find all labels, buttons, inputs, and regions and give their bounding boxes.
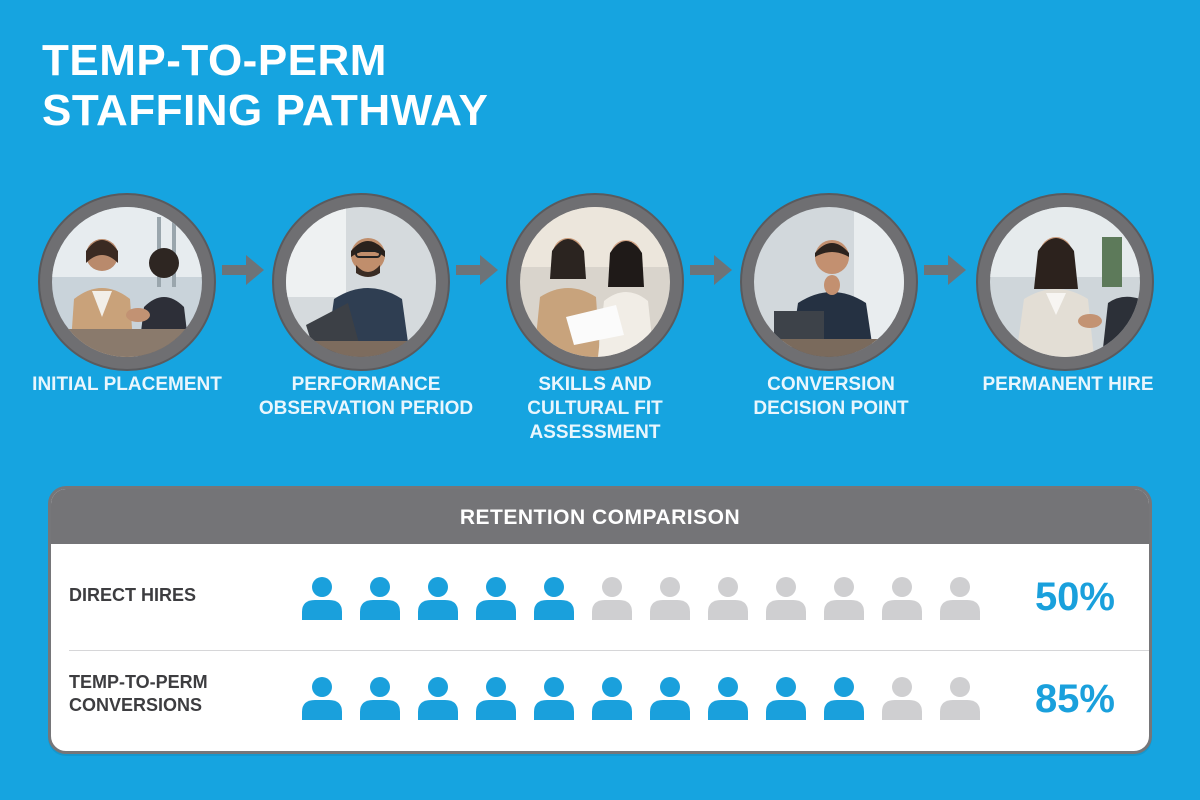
person-icon-filled (592, 677, 632, 720)
person-icon-filled (360, 677, 400, 720)
row-label-temp-to-perm: TEMP-TO-PERM CONVERSIONS (69, 672, 208, 715)
person-icon-empty (650, 577, 690, 620)
person-icon-empty (882, 577, 922, 620)
person-icon-filled (476, 577, 516, 620)
arrow-right-icon (924, 255, 966, 285)
person-icon-filled (360, 577, 400, 620)
person-icon-filled (650, 677, 690, 720)
step-label-performance-observation: PERFORMANCE OBSERVATION PERIOD (258, 374, 474, 419)
person-icon-filled (766, 677, 806, 720)
row-divider (69, 650, 1149, 651)
row-direct-hires: DIRECT HIRES 50% (51, 549, 1149, 639)
page-title: TEMP-TO-PERM STAFFING PATHWAY (42, 36, 488, 136)
title-line-2: STAFFING PATHWAY (42, 86, 489, 135)
row-temp-to-perm: TEMP-TO-PERM CONVERSIONS 85% (51, 649, 1149, 739)
person-icon-filled (534, 577, 574, 620)
person-icon-filled (302, 677, 342, 720)
person-icon-empty (824, 577, 864, 620)
person-icon-filled (476, 677, 516, 720)
person-icon-filled (824, 677, 864, 720)
person-icon-empty (766, 577, 806, 620)
step-2-photo (272, 193, 450, 371)
step-5-photo (976, 193, 1154, 371)
step-3-photo (506, 193, 684, 371)
step-label-skills-assessment: SKILLS AND CULTURAL FIT ASSESSMENT (527, 374, 663, 443)
person-icon-empty (940, 577, 980, 620)
person-icon-filled (418, 577, 458, 620)
step-label-permanent-hire: PERMANENT HIRE (982, 374, 1154, 395)
percent-direct-hires: 50% (1034, 575, 1115, 619)
person-icon-filled (302, 577, 342, 620)
person-icon-empty (882, 677, 922, 720)
percent-temp-to-perm: 85% (1034, 677, 1115, 721)
person-icon-row-temp-to-perm (301, 676, 1001, 720)
row-label-direct-hires: DIRECT HIRES (69, 585, 197, 605)
laptop-worker-photo-icon (286, 207, 436, 357)
step-label-conversion-decision: CONVERSION DECISION POINT (753, 374, 909, 419)
permanent-hire-handshake-photo-icon (990, 207, 1140, 357)
person-icon-empty (592, 577, 632, 620)
person-icon-filled (534, 677, 574, 720)
arrow-right-icon (222, 255, 264, 285)
arrow-right-icon (456, 255, 498, 285)
step-4-photo (740, 193, 918, 371)
thinking-person-photo-icon (754, 207, 904, 357)
title-line-1: TEMP-TO-PERM (42, 36, 387, 85)
step-label-initial-placement: INITIAL PLACEMENT (32, 374, 222, 395)
assessment-meeting-photo-icon (520, 207, 670, 357)
person-icon-empty (708, 577, 748, 620)
step-1-photo (38, 193, 216, 371)
arrow-right-icon (690, 255, 732, 285)
person-icon-row-direct-hires (301, 576, 1001, 620)
person-icon-filled (418, 677, 458, 720)
handshake-photo-icon (52, 207, 202, 357)
retention-comparison-panel: RETENTION COMPARISON DIRECT HIRES 50% TE… (48, 486, 1152, 754)
person-icon-filled (708, 677, 748, 720)
person-icon-empty (940, 677, 980, 720)
retention-comparison-heading: RETENTION COMPARISON (51, 489, 1149, 544)
